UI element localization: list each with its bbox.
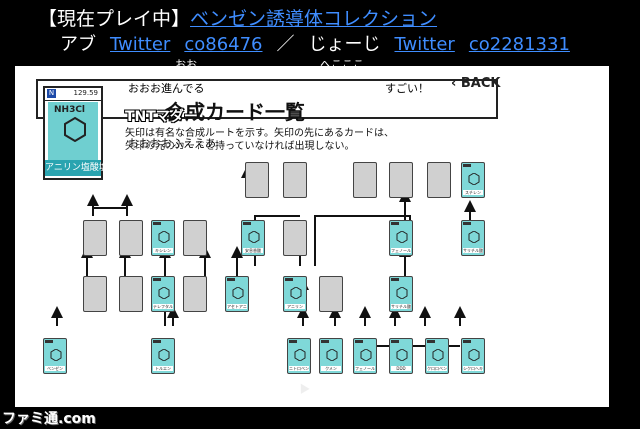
selected-card-header: N 129.59: [45, 88, 101, 101]
back-label: BACK: [460, 76, 501, 91]
card-locked[interactable]: [427, 162, 451, 198]
viewer-comment: おおお進んでる: [128, 82, 205, 95]
card-label: シクロヘキサン: [463, 366, 483, 371]
card-locked[interactable]: [389, 162, 413, 198]
card-label: テレフタル酸: [153, 304, 173, 309]
card-benzene[interactable]: ベンゼン: [43, 338, 67, 374]
card-benzoic-acid[interactable]: 安息香酸: [241, 220, 265, 256]
twitter-link-2[interactable]: Twitter: [394, 34, 455, 55]
description-line-1: 矢印は有名な合成ルートを示す。矢印の先にあるカードは、: [125, 128, 394, 139]
card-label: キシレン: [153, 248, 173, 253]
card-salicylic-acid[interactable]: サリチル酸: [461, 220, 485, 256]
card-label: アニリン: [285, 304, 305, 309]
now-playing-prefix: 【現在プレイ中】: [38, 8, 191, 30]
page-title: 合成カード一覧: [165, 100, 305, 124]
card-label: サリチル酸メチル: [391, 304, 411, 309]
card-xylene[interactable]: キシレン: [151, 220, 175, 256]
card-toluene-derivative[interactable]: テレフタル酸: [151, 276, 175, 312]
card-styrene[interactable]: スチレン: [461, 162, 485, 198]
card-locked[interactable]: [319, 276, 343, 312]
viewer-comment: おお: [175, 58, 197, 71]
card-locked[interactable]: [83, 220, 107, 256]
now-playing-line: 【現在プレイ中】ベンゼン誘導体コレクション: [38, 4, 437, 31]
viewer-comment: TNTマダー: [125, 109, 198, 125]
twitter-link-1[interactable]: Twitter: [110, 34, 171, 55]
card-locked[interactable]: [183, 220, 207, 256]
card-phenol-2[interactable]: フェノール: [353, 338, 377, 374]
molecular-weight: 129.59: [73, 89, 99, 97]
selected-card-body: NH3Cl: [48, 102, 98, 160]
title-box-border: [36, 79, 498, 119]
card-cumene[interactable]: クメン: [319, 338, 343, 374]
card-ddd[interactable]: DDD: [389, 338, 413, 374]
card-label: アセトアニリド: [227, 304, 247, 309]
card-label: トルエン: [153, 366, 173, 371]
credit-name-1: アブ: [60, 34, 96, 55]
card-label: フェノール: [391, 248, 411, 253]
card-cyclohexane[interactable]: シクロヘキサン: [461, 338, 485, 374]
card-label: サリチル酸: [463, 248, 483, 253]
card-locked[interactable]: [353, 162, 377, 198]
game-title-link[interactable]: ベンゼン誘導体コレクション: [190, 8, 438, 30]
game-screen: N 129.59 NH3Cl アニリン塩酸塩 合成カード一覧 矢印は有名な合成ル…: [15, 66, 609, 407]
viewer-comment: すごい！: [385, 82, 429, 95]
selected-card-name: アニリン塩酸塩: [45, 160, 108, 176]
viewer-comment: おおおおふええあ: [128, 137, 216, 150]
card-locked[interactable]: [245, 162, 269, 198]
card-label: DDD: [391, 366, 411, 371]
card-locked[interactable]: [119, 220, 143, 256]
card-label: スチレン: [463, 190, 483, 195]
selected-card-panel[interactable]: N 129.59 NH3Cl アニリン塩酸塩: [43, 86, 108, 180]
stream-header: 【現在プレイ中】ベンゼン誘導体コレクション アブ Twitter co86476 ／ じ…: [0, 0, 640, 58]
card-label: クメン: [321, 366, 341, 371]
card-label: クロロベンゼン: [427, 366, 447, 371]
card-phenol[interactable]: フェノール: [389, 220, 413, 256]
community-link-1[interactable]: co86476: [184, 34, 263, 55]
credits-line: アブ Twitter co86476 ／ じょーじ Twitter co2281331: [60, 30, 570, 56]
card-chlorobenzene[interactable]: クロロベンゼン: [425, 338, 449, 374]
benzene-ring-icon: [64, 116, 86, 142]
card-label: ニトロベンゼン: [289, 366, 309, 371]
card-label: 安息香酸: [243, 248, 263, 253]
card-methyl-salicylate[interactable]: サリチル酸メチル: [389, 276, 413, 312]
card-label: ベンゼン: [45, 366, 65, 371]
credit-separator: ／: [276, 34, 295, 55]
card-locked[interactable]: [83, 276, 107, 312]
card-locked[interactable]: [183, 276, 207, 312]
back-chevron-icon: ‹: [451, 76, 461, 91]
card-label: フェノール: [355, 366, 375, 371]
element-badge: N: [47, 89, 56, 98]
card-aniline[interactable]: アニリン: [283, 276, 307, 312]
description-line-2: 矢印の元のカードを持っていなければ出現しない。: [125, 141, 355, 152]
card-locked[interactable]: [283, 220, 307, 256]
card-locked[interactable]: [283, 162, 307, 198]
viewer-comment: へこここ: [320, 58, 364, 71]
chemical-formula: NH3Cl: [54, 105, 86, 115]
famitsu-watermark: ファミ通.com: [2, 411, 96, 427]
card-locked[interactable]: [119, 276, 143, 312]
card-nitrobenzene[interactable]: ニトロベンゼン: [287, 338, 311, 374]
card-acetanilide[interactable]: アセトアニリド: [225, 276, 249, 312]
community-link-2[interactable]: co2281331: [468, 34, 570, 55]
credit-name-2: じょーじ: [308, 34, 381, 55]
back-button[interactable]: ‹ BACK: [451, 76, 500, 91]
card-toluene[interactable]: トルエン: [151, 338, 175, 374]
